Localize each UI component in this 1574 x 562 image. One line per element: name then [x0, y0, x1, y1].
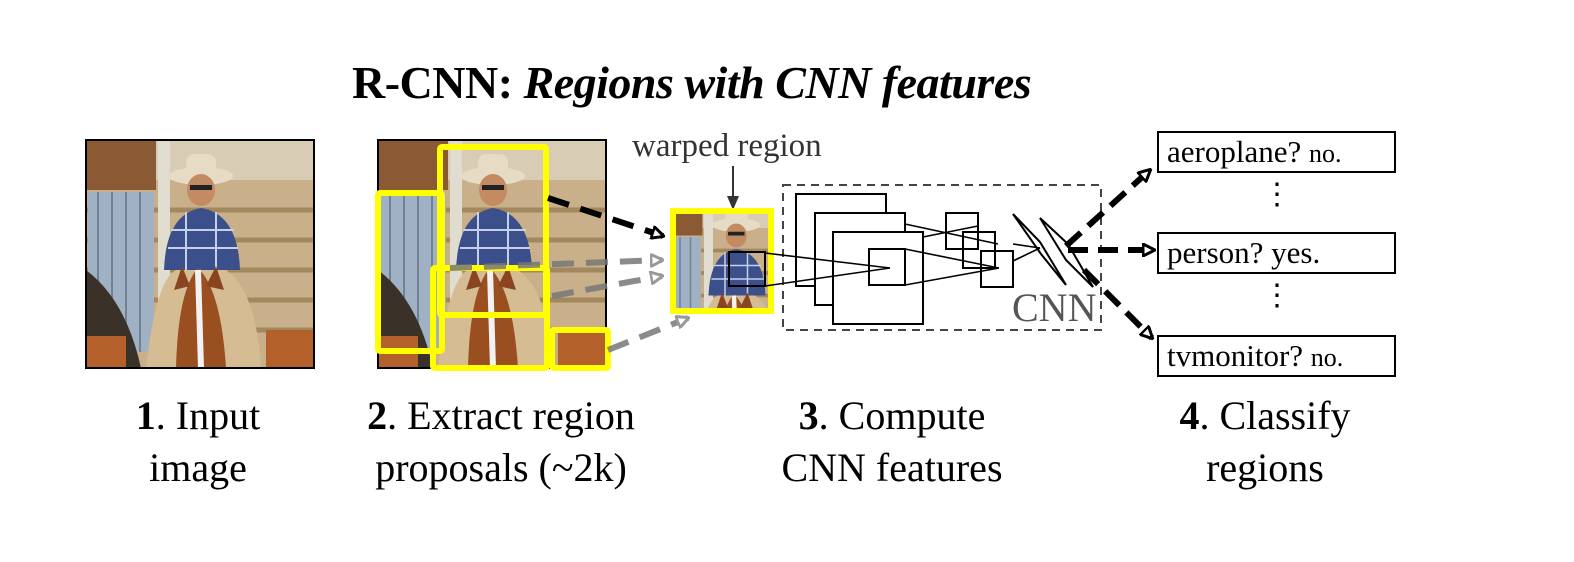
step-title: . Extract region	[387, 393, 635, 438]
title-emphasis: Regions with CNN features	[523, 57, 1032, 108]
diagram-title: R-CNN: Regions with CNN features	[352, 56, 1032, 109]
step-subtitle: proposals (~2k)	[375, 445, 627, 490]
cnn-layers	[795, 193, 1094, 325]
cnn-label: CNN	[1012, 285, 1097, 330]
class-name: person?	[1167, 235, 1264, 270]
step-number: 3	[798, 393, 819, 438]
step-title: . Input	[155, 393, 261, 438]
step-subtitle: CNN features	[781, 445, 1003, 490]
step-number: 2	[367, 393, 388, 438]
cnn-dashed-frame	[782, 184, 1102, 331]
class-answer: no.	[1310, 343, 1344, 372]
class-answer: no.	[1308, 139, 1342, 168]
step-1-caption: 1. Input image	[118, 390, 278, 494]
proposals-image	[377, 139, 607, 369]
warped-region-image	[670, 208, 774, 314]
classification-person: person? yes.	[1157, 232, 1396, 274]
class-name: aeroplane?	[1167, 134, 1302, 169]
proposal-box-panel	[375, 190, 445, 354]
step-number: 4	[1179, 393, 1200, 438]
step-2-caption: 2. Extract region proposals (~2k)	[336, 390, 666, 494]
arrow-gray-to-warped-1	[449, 260, 662, 271]
conv-layer-6	[980, 250, 1014, 288]
fc-layer-1	[1012, 213, 1067, 286]
input-image	[85, 139, 315, 369]
ellipsis-2: ⋮	[1262, 279, 1292, 312]
step-title: . Classify	[1199, 393, 1351, 438]
fc-layer-2	[1039, 217, 1094, 288]
arrow-primary-to-warped	[547, 195, 663, 236]
warped-region-label: warped region	[632, 128, 822, 164]
arrow-gray-to-warped-3	[606, 318, 688, 353]
classification-aeroplane: aeroplane? no.	[1157, 131, 1396, 173]
class-name: tvmonitor?	[1167, 338, 1304, 373]
cnn-connection-lines	[764, 223, 1041, 287]
step-3-caption: 3. Compute CNN features	[752, 390, 1032, 494]
arrow-to-aeroplane	[1063, 170, 1150, 249]
region-proposal-boxes	[375, 144, 611, 371]
step-subtitle: regions	[1206, 445, 1324, 490]
class-answer: yes.	[1271, 235, 1321, 270]
ellipsis-1: ⋮	[1262, 178, 1292, 211]
step-4-caption: 4. Classify regions	[1150, 390, 1380, 494]
classification-tvmonitor: tvmonitor? no.	[1157, 335, 1396, 377]
receptive-field-box	[728, 251, 766, 287]
step-title: . Compute	[818, 393, 986, 438]
step-number: 1	[135, 393, 156, 438]
step-subtitle: image	[149, 445, 247, 490]
arrow-to-tvmonitor	[1081, 267, 1152, 338]
arrow-gray-to-warped-2	[551, 276, 662, 299]
title-prefix: R-CNN:	[352, 57, 513, 108]
